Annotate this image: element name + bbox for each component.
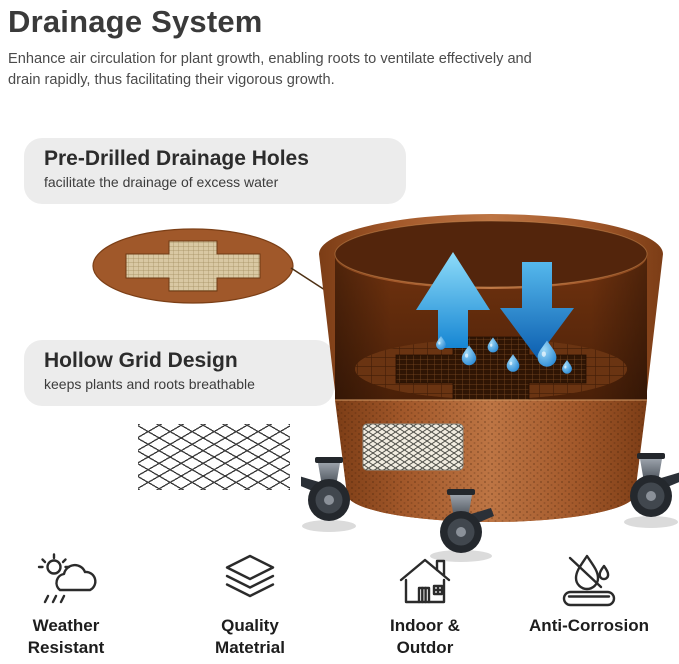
drainage-holes-closeup: [92, 228, 294, 304]
pot-front-wall: [335, 399, 647, 522]
rim-highlight: [334, 220, 648, 288]
wheel-shadows: [302, 516, 678, 562]
page-subtitle: Enhance air circulation for plant growth…: [8, 51, 532, 88]
callout-hollow-grid-description: keeps plants and roots breathable: [44, 376, 255, 392]
feature-quality-material: Quality Matetrial: [190, 550, 310, 659]
feature-weather-resistant: Weather Resistant: [6, 550, 126, 659]
closeup-cross-mesh: [125, 240, 261, 292]
house-icon: [393, 550, 457, 608]
water-droplets: [436, 335, 572, 374]
caster-wheel-left: [301, 457, 350, 521]
callout-hollow-grid-title: Hollow Grid Design: [44, 349, 238, 372]
callout-drainage-holes: Pre-Drilled Drainage Holes facilitate th…: [24, 138, 406, 204]
callout-hollow-grid: Hollow Grid Design keeps plants and root…: [24, 340, 334, 406]
weather-icon: [34, 550, 98, 608]
feature-indoor-outdoor: Indoor & Outdor: [365, 550, 485, 659]
header: Drainage System Enhance air circulation …: [8, 4, 608, 90]
layers-icon: [218, 550, 282, 608]
page-title: Drainage System: [8, 4, 263, 39]
callout-drainage-holes-title: Pre-Drilled Drainage Holes: [44, 147, 309, 170]
airflow-up-arrow: [416, 252, 490, 348]
soil-grid-platform: [355, 336, 627, 402]
callout-drainage-holes-description: facilitate the drainage of excess water: [44, 174, 279, 190]
feature-label: Weather Resistant: [27, 616, 105, 658]
pot-opening: [335, 221, 647, 287]
ventilation-mesh-patch: [362, 423, 464, 471]
airflow-down-arrow: [500, 262, 574, 358]
feature-label: Quality Matetrial: [215, 616, 285, 658]
feature-label: Anti-Corrosion: [529, 616, 649, 635]
grid-pattern-swatch: [138, 424, 290, 490]
feature-anti-corrosion: Anti-Corrosion: [523, 550, 655, 637]
anti-corrosion-icon: [557, 550, 621, 608]
planter-illustration: [301, 214, 679, 562]
feature-label: Indoor & Outdor: [390, 616, 460, 658]
